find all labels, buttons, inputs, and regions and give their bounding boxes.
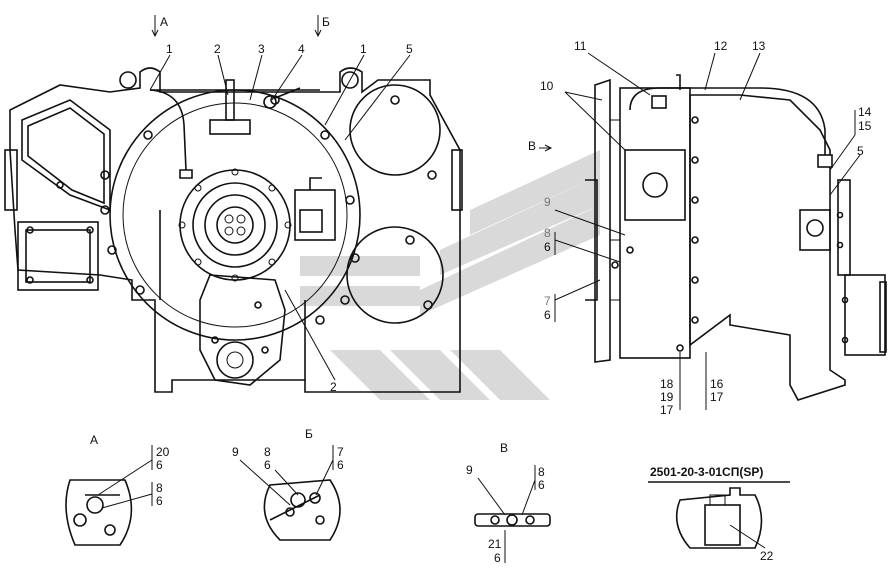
callout-2: 2: [214, 42, 221, 56]
inset-v-callout-21: 21: [488, 537, 502, 551]
inset-b-callout-6a: 6: [264, 458, 271, 472]
callout-8: 8: [544, 226, 551, 240]
inset-v-callout-6b: 6: [494, 551, 501, 565]
callout-17b: 17: [710, 390, 724, 404]
inset-v-callout-8: 8: [538, 465, 545, 479]
callout-3: 3: [258, 42, 265, 56]
inset-b-callout-6b: 6: [337, 458, 344, 472]
callout-16: 16: [710, 377, 724, 391]
callout-9: 9: [544, 195, 551, 209]
callout-5a: 5: [406, 42, 413, 56]
inset-v-callout-6a: 6: [538, 478, 545, 492]
inset-a-callout-6a: 6: [156, 458, 163, 472]
callout-15: 15: [858, 119, 872, 133]
spec-code: 2501-20-3-01СП(SP): [650, 465, 763, 479]
inset-b: [239, 445, 341, 541]
inset-a-callout-8: 8: [156, 481, 163, 495]
callout-11: 11: [574, 39, 587, 53]
callout-22: 22: [760, 549, 774, 563]
callout-14: 14: [858, 105, 872, 119]
inset-b-title: Б: [305, 427, 313, 441]
inset-a-callout-20: 20: [156, 445, 170, 459]
callout-18: 18: [660, 377, 674, 391]
callout-7: 7: [544, 294, 551, 308]
callout-17a: 17: [660, 403, 674, 417]
view-a-arrow-label: A: [160, 15, 168, 29]
callout-5b: 5: [857, 144, 864, 158]
inset-v-callout-9: 9: [466, 463, 473, 477]
callout-6a: 6: [544, 240, 551, 254]
callout-13: 13: [752, 39, 766, 53]
view-b-arrow-label: Б: [322, 15, 330, 29]
inset-b-callout-8: 8: [264, 445, 271, 459]
inset-a: [65, 445, 153, 546]
callout-19: 19: [660, 390, 674, 404]
callout-4: 4: [298, 42, 305, 56]
text-labels: A Б 1 2 3 4 1 5 2 11 12 13 10 14 15 5 В …: [90, 15, 872, 565]
inset-b-callout-7: 7: [337, 445, 344, 459]
inset-v-title: В: [500, 441, 508, 455]
inset-b-callout-9: 9: [232, 445, 239, 459]
callout-6b: 6: [544, 308, 551, 322]
callout-12: 12: [714, 39, 728, 53]
inset-a-title: А: [90, 433, 98, 447]
leader-lines: [149, 15, 861, 410]
inset-a-callout-6b: 6: [156, 494, 163, 508]
inset-v: [474, 465, 551, 563]
view-v-arrow-label: В: [528, 139, 536, 153]
inset-spec: [648, 481, 790, 549]
side-view: [585, 74, 887, 401]
callout-1b: 1: [360, 42, 367, 56]
callout-10: 10: [540, 79, 554, 93]
front-view: [4, 67, 463, 393]
callout-2b: 2: [330, 380, 337, 394]
callout-1a: 1: [166, 42, 173, 56]
